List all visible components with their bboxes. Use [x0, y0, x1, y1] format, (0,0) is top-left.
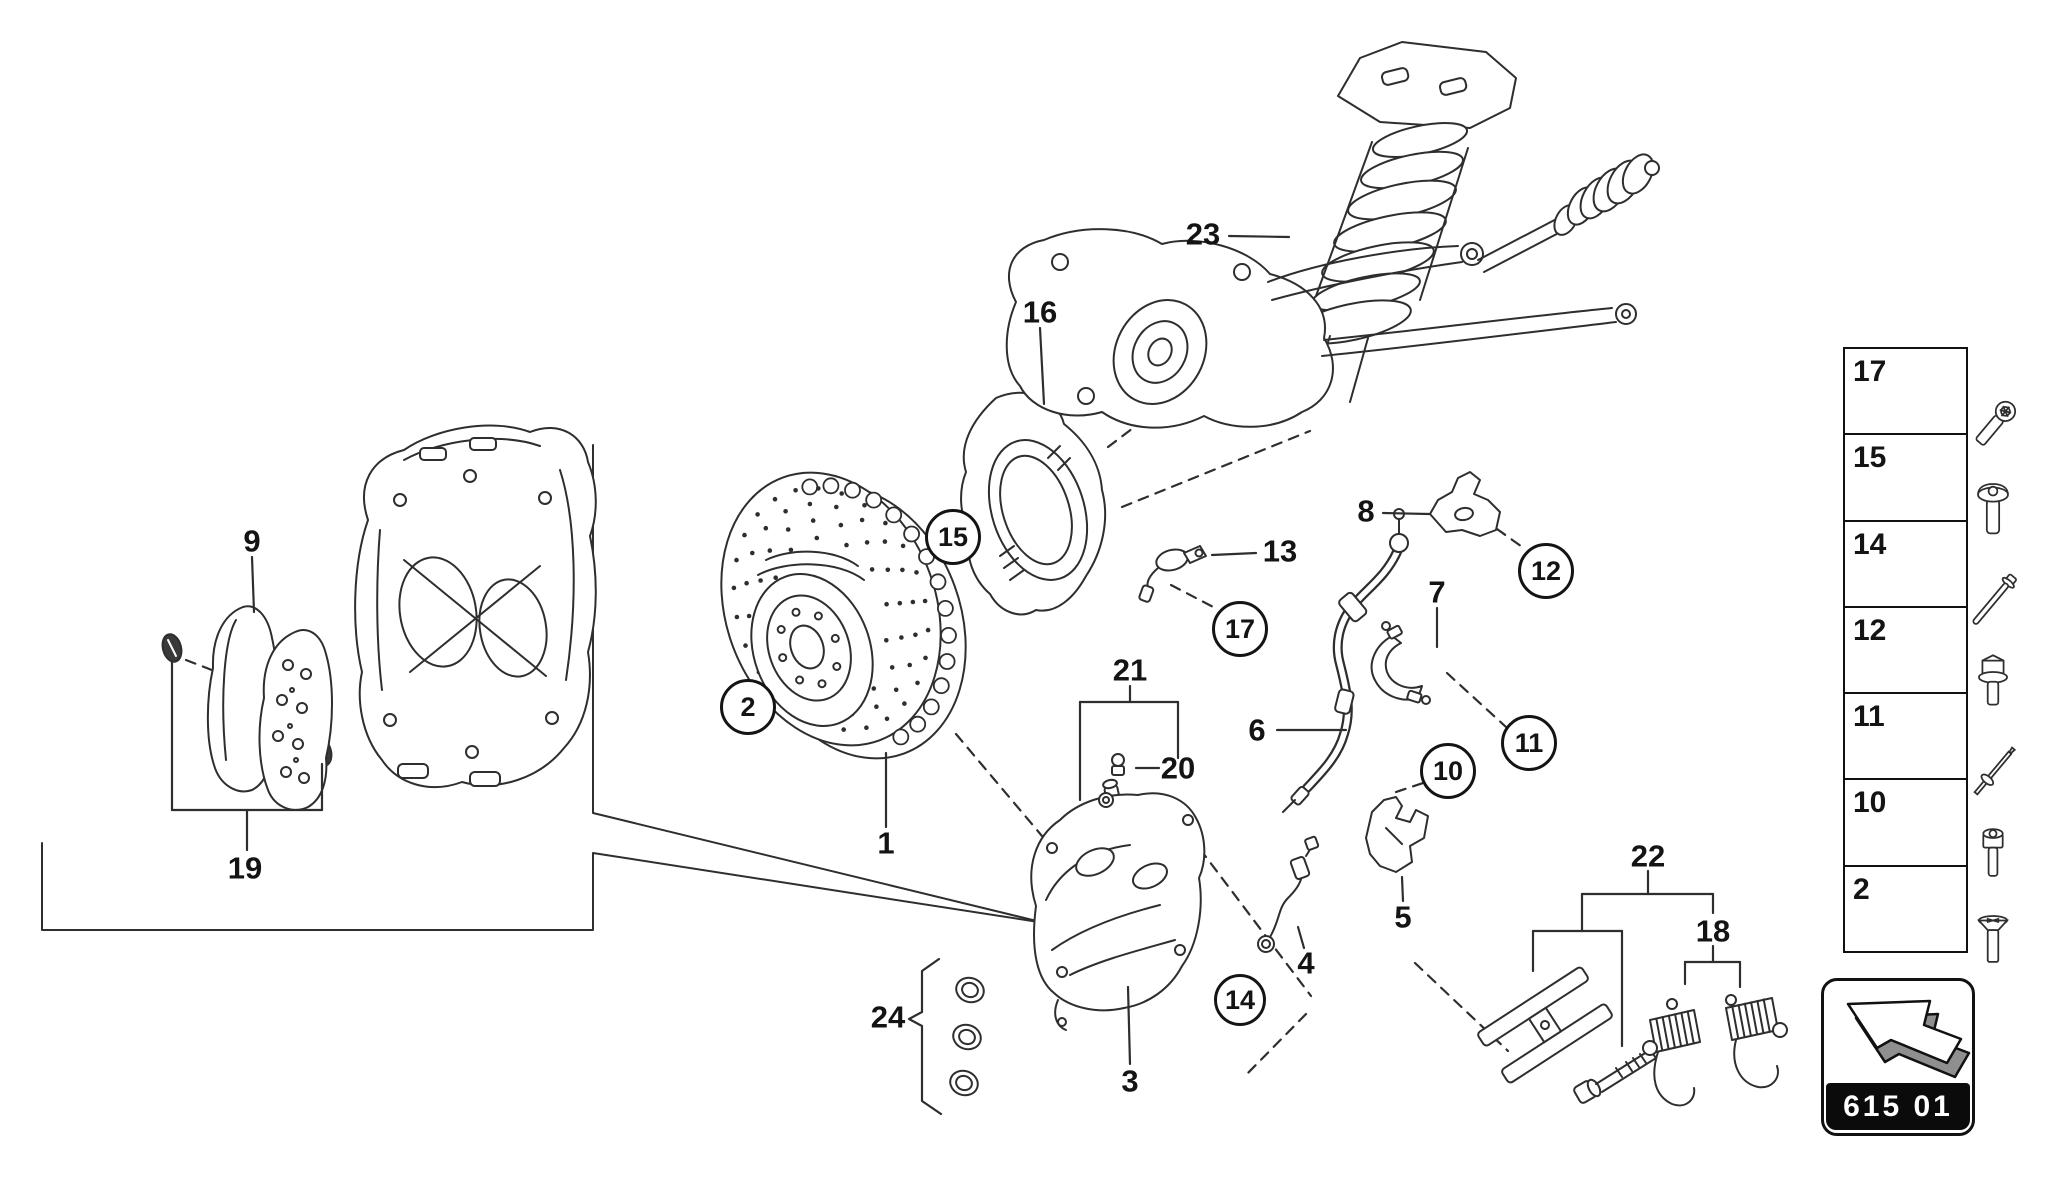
callout-19[interactable]: 19: [227, 850, 263, 886]
bracket-22-lines: [1531, 869, 1715, 1048]
springs-drawing: [1642, 994, 1788, 1107]
legend-part-number: 11: [1853, 700, 1885, 734]
abs-sensor-drawing: [1138, 545, 1207, 603]
section-code-text: 615 01: [1843, 1089, 1953, 1123]
callout-22[interactable]: 22: [1630, 838, 1666, 874]
legend-row-12[interactable]: 12: [1845, 608, 2008, 706]
fastener-legend-table: 17 15 14: [1843, 347, 2017, 963]
callout-23[interactable]: 23: [1185, 216, 1221, 252]
callout-circled-12[interactable]: 12: [1518, 543, 1574, 599]
callout-circled-14[interactable]: 14: [1214, 974, 1266, 1026]
hose-bracket-drawing: [1429, 471, 1501, 537]
legend-row-15[interactable]: 15: [1845, 435, 2009, 535]
seal-rings-drawing: [949, 976, 985, 1097]
back-arrow-icon: [1846, 999, 1971, 1079]
leader-lines: [170, 234, 1742, 1116]
callout-18[interactable]: 18: [1695, 913, 1731, 949]
brace-24-lines: [907, 957, 943, 1116]
inner-brake-pad-drawing: [258, 629, 333, 811]
section-code-bar: 615 01: [1826, 1083, 1970, 1130]
callout-8[interactable]: 8: [1357, 493, 1375, 529]
wheel-knuckle-strut-drawing: [1005, 41, 1660, 429]
callout-16[interactable]: 16: [1022, 294, 1058, 330]
callout-circled-15[interactable]: 15: [925, 509, 981, 565]
callout-9[interactable]: 9: [243, 523, 261, 559]
hose-clip-drawing: [1370, 621, 1431, 705]
pad-retainer-plate-drawing: [1477, 966, 1613, 1084]
callout-24[interactable]: 24: [870, 999, 906, 1035]
bracket-19-lines: [170, 660, 324, 852]
rear-caliper-view-drawing: [354, 424, 597, 789]
callout-circled-2[interactable]: 2: [720, 679, 776, 735]
callout-circled-10[interactable]: 10: [1420, 743, 1476, 799]
callout-20[interactable]: 20: [1160, 750, 1196, 786]
bracket-21-lines: [1078, 684, 1180, 802]
legend-row-17[interactable]: 17: [1845, 349, 2017, 446]
legend-part-number: 12: [1853, 613, 1887, 647]
callout-4[interactable]: 4: [1297, 945, 1315, 981]
legend-part-number: 17: [1853, 355, 1887, 388]
disc-hub-drawing: [750, 550, 874, 727]
callout-1[interactable]: 1: [877, 825, 895, 861]
section-code-badge[interactable]: 615 01: [1821, 978, 1975, 1136]
legend-row-11[interactable]: 11: [1845, 694, 2017, 796]
brake-hose-drawing: [1282, 508, 1409, 813]
bracket-18-lines: [1683, 944, 1742, 989]
splash-shield-drawing: [960, 391, 1107, 616]
callout-7[interactable]: 7: [1428, 574, 1446, 610]
legend-part-number: 10: [1853, 786, 1887, 820]
pad-sensor-cable-drawing: [1257, 835, 1320, 953]
legend-part-number: 15: [1853, 441, 1887, 475]
drive-axle-drawing: [1477, 153, 1660, 273]
legend-part-number: 14: [1853, 527, 1887, 561]
legend-row-14[interactable]: 14: [1845, 522, 2017, 625]
legend-part-number: 2: [1853, 872, 1870, 906]
callout-6[interactable]: 6: [1248, 712, 1266, 748]
callout-3[interactable]: 3: [1121, 1063, 1139, 1099]
callout-13[interactable]: 13: [1262, 533, 1298, 569]
retainer-bracket-drawing: [1365, 796, 1429, 873]
legend-row-10[interactable]: 10: [1845, 780, 2004, 877]
callout-5[interactable]: 5: [1394, 899, 1412, 935]
guide-pin-drawing: [1573, 1049, 1657, 1104]
callout-21[interactable]: 21: [1112, 652, 1148, 688]
brake-disc-drawing: [720, 471, 967, 760]
callout-circled-17[interactable]: 17: [1212, 601, 1268, 657]
front-caliper-drawing: [1030, 792, 1206, 1031]
legend-row-2[interactable]: 2: [1845, 867, 2010, 963]
callout-circled-11[interactable]: 11: [1501, 715, 1557, 771]
